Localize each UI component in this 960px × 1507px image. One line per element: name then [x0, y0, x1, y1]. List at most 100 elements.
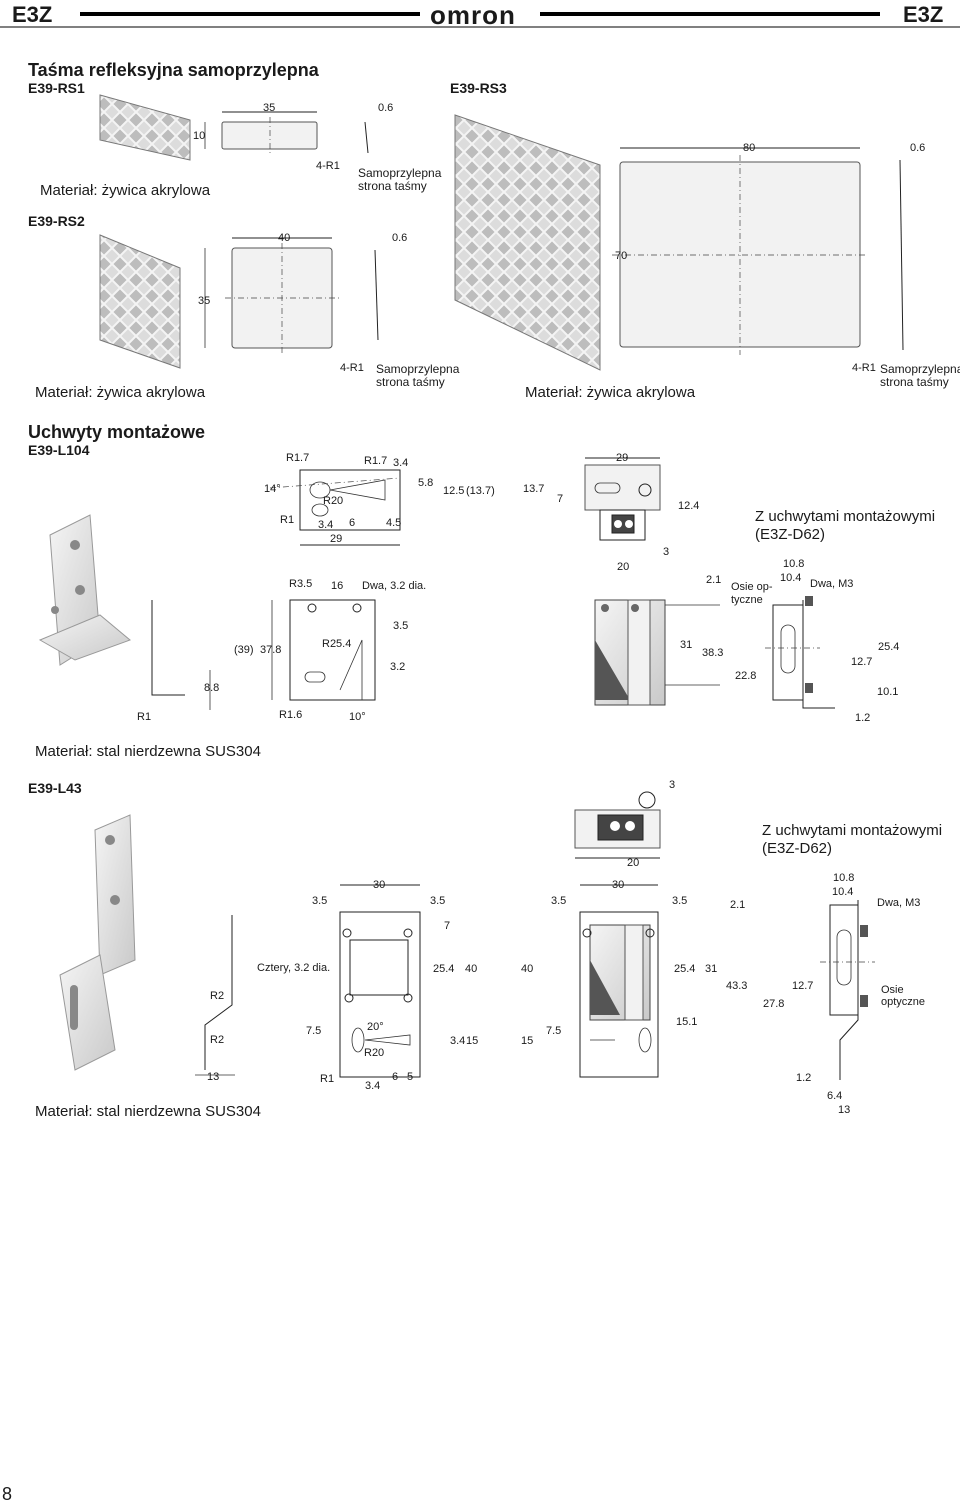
l104-dim-124: 12.4 [678, 500, 700, 512]
l43-dim-30b: 30 [612, 879, 625, 891]
l43-dim-20: 20 [627, 857, 640, 869]
l104-dim-104: 10.4 [780, 572, 802, 584]
l43-dim-34a: 3.4 [450, 1035, 466, 1047]
l43-dim-r2a: R2 [210, 990, 225, 1002]
l104-dim-r16: R1.6 [279, 709, 303, 721]
l104-m3: Dwa, M3 [810, 578, 854, 590]
l43-dim-13a: 13 [207, 1071, 220, 1083]
rs1-dim-height: 10 [193, 130, 206, 142]
l43-dim-75a: 7.5 [306, 1025, 322, 1037]
l104-dim-16: 16 [331, 580, 344, 592]
l104-dim-137: 13.7 [523, 483, 545, 495]
rs1-dim-width: 35 [263, 102, 276, 114]
rs1-dim-thickness: 0.6 [378, 102, 394, 114]
rs2-material: Materiał: żywica akrylowa [35, 384, 206, 401]
l43-dim-75b: 7.5 [546, 1025, 562, 1037]
l104-dim-7: 7 [557, 493, 564, 505]
l104-dim-228: 22.8 [735, 670, 757, 682]
l43-bracket-side [820, 900, 875, 1080]
l43-dim-35c: 3.5 [551, 895, 567, 907]
rs3-dim-height: 70 [615, 250, 628, 262]
l104-dim-58: 5.8 [418, 477, 434, 489]
l104-dim-a14: 14° [264, 483, 281, 495]
l43-with-bracket-note: Z uchwytami montażowymi(E3Z-D62) [762, 822, 943, 857]
rs2-dim-width: 40 [278, 232, 291, 244]
l43-dim-r2b: R2 [210, 1034, 225, 1046]
l104-dim-127: 12.7 [851, 656, 873, 668]
brackets-section-title: Uchwyty montażowe [28, 422, 206, 442]
l43-dim-278: 27.8 [763, 998, 785, 1010]
l104-dim-378: 37.8 [260, 644, 282, 656]
l104-dim-31: 31 [680, 639, 693, 651]
l104-front-view [269, 469, 401, 546]
header-model-right: E3Z [903, 2, 944, 27]
l104-sensor-top [584, 457, 661, 541]
l104-dim-88: 8.8 [204, 682, 220, 694]
l43-dim-104: 10.4 [832, 886, 854, 898]
l43-sensor-top [574, 791, 661, 859]
l43-dim-13b: 13 [838, 1104, 851, 1116]
l43-dim-15a: 15 [466, 1035, 479, 1047]
rs3-material: Materiał: żywica akrylowa [525, 384, 696, 401]
l104-dim-r1a: R1 [280, 514, 295, 526]
l104-bracket-photo [38, 514, 131, 666]
tape-section-title: Taśma refleksyjna samoprzylepna [28, 60, 319, 80]
l43-dim-34b: 3.4 [365, 1080, 381, 1092]
l104-dim-34b: 3.4 [318, 519, 334, 531]
l43-dim-15b: 15 [521, 1035, 534, 1047]
l43-dim-433: 43.3 [726, 980, 748, 992]
l104-label: E39-L104 [28, 442, 90, 458]
l104-optical-axes: Osie op-tyczne [731, 581, 773, 606]
l104-holes: Dwa, 3.2 dia. [362, 580, 427, 592]
l43-dim-21: 2.1 [730, 899, 746, 911]
omron-logo: omron [430, 0, 516, 30]
l43-dim-30a: 30 [373, 879, 386, 891]
l104-dim-21: 2.1 [706, 574, 722, 586]
l104-material: Materiał: stal nierdzewna SUS304 [35, 743, 261, 760]
l104-bracket-side [765, 596, 835, 709]
rs3-label: E39-RS3 [450, 80, 507, 96]
l43-side-view [195, 915, 235, 1076]
l104-bottom-view [271, 599, 376, 701]
l43-dim-40a: 40 [465, 963, 478, 975]
l43-dim-35a: 3.5 [312, 895, 328, 907]
l104-dim-r17a: R1.7 [286, 452, 310, 464]
l104-dim-r20: R20 [323, 495, 344, 507]
l104-dim-35: 3.5 [393, 620, 409, 632]
l43-dim-254b: 25.4 [674, 963, 696, 975]
rs1-label: E39-RS1 [28, 80, 85, 96]
l104-dim-3: 3 [663, 546, 670, 558]
l43-dim-12: 1.2 [796, 1072, 812, 1084]
rs3-dim-radius: 4-R1 [852, 362, 876, 374]
l43-dim-a20: 20° [367, 1021, 384, 1033]
header-model-left: E3Z [12, 2, 53, 27]
l43-m3: Dwa, M3 [877, 897, 921, 909]
l104-dim-6: 6 [349, 517, 356, 529]
rs3-dim-width: 80 [743, 142, 756, 154]
l104-dim-a10: 10° [349, 711, 366, 723]
l43-dim-6: 6 [392, 1071, 399, 1083]
rs3-drawing [454, 114, 904, 371]
l104-dim-32: 3.2 [390, 661, 406, 673]
rs2-label: E39-RS2 [28, 213, 85, 229]
l104-dim-254: 25.4 [878, 641, 900, 653]
rs2-dim-radius: 4-R1 [340, 362, 364, 374]
rs1-drawing [99, 94, 369, 161]
l104-dim-39: (39) [234, 644, 254, 656]
l43-dim-127: 12.7 [792, 980, 814, 992]
l43-dim-151: 15.1 [676, 1016, 698, 1028]
l104-dim-29a: 29 [330, 533, 343, 545]
l43-dim-3: 3 [669, 779, 676, 791]
l104-dim-101: 10.1 [877, 686, 899, 698]
l104-dim-137p: (13.7) [466, 485, 495, 497]
l104-dim-108: 10.8 [783, 558, 805, 570]
l104-dim-r17b: R1.7 [364, 455, 388, 467]
rs1-dim-radius: 4-R1 [316, 160, 340, 172]
l43-sensor-side [579, 884, 659, 1078]
rs1-material: Materiał: żywica akrylowa [40, 182, 211, 199]
l104-dim-34a: 3.4 [393, 457, 409, 469]
